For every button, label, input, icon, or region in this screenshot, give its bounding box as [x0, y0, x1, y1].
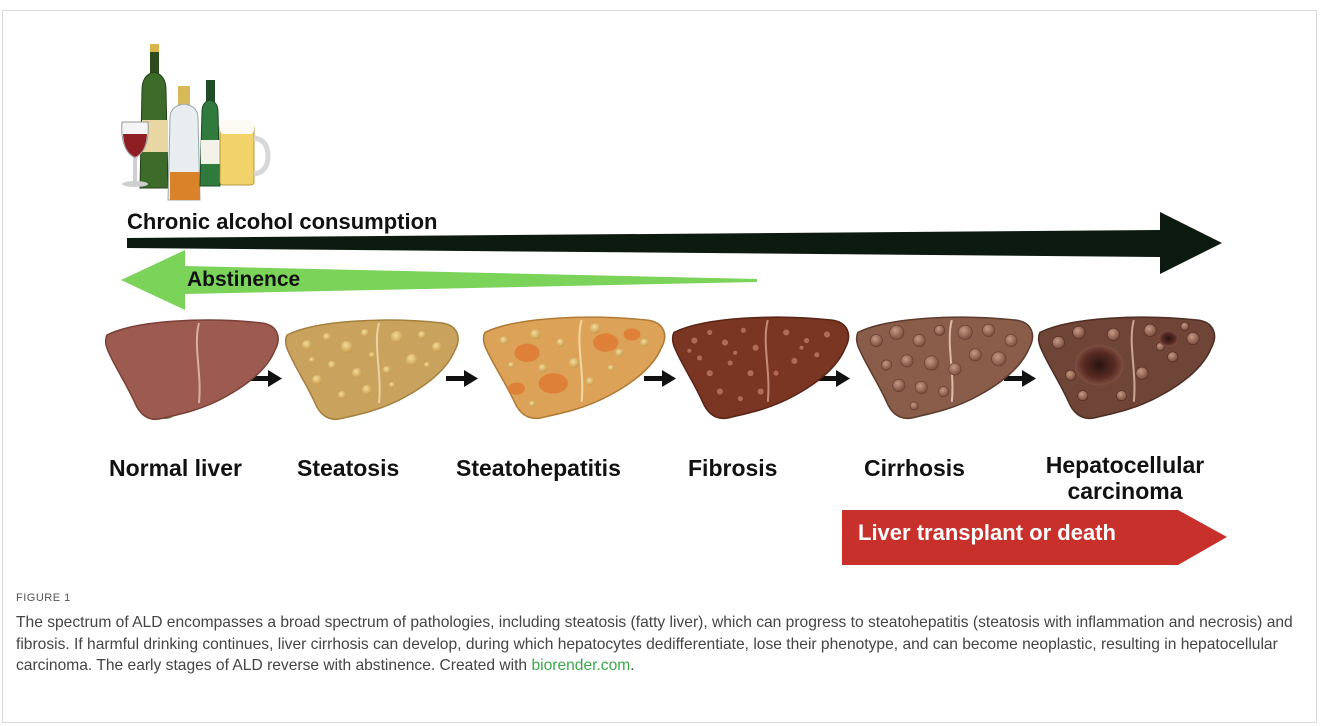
- stage-label-normal-liver: Normal liver: [109, 455, 242, 481]
- fibrosis-liver-icon: [673, 317, 849, 418]
- stage-label-steatohepatitis: Steatohepatitis: [456, 455, 621, 481]
- steatosis-liver-icon: [286, 320, 458, 419]
- caption-tail: .: [630, 657, 634, 674]
- alcohol-bottles-icon: [122, 44, 268, 200]
- stage-label-steatosis: Steatosis: [297, 455, 399, 481]
- stage-label-hcc-line2: carcinoma: [1030, 478, 1220, 504]
- consumption-label: Chronic alcohol consumption: [127, 209, 437, 235]
- outcome-label: Liver transplant or death: [858, 520, 1116, 546]
- cirrhosis-liver-icon: [857, 317, 1033, 418]
- abstinence-label: Abstinence: [187, 268, 300, 292]
- figure-caption: The spectrum of ALD encompasses a broad …: [16, 612, 1306, 677]
- stage-label-cirrhosis: Cirrhosis: [864, 455, 965, 481]
- caption-text: The spectrum of ALD encompasses a broad …: [16, 614, 1293, 674]
- figure-label: FIGURE 1: [16, 592, 71, 604]
- steatohepatitis-liver-icon: [484, 317, 665, 418]
- hcc-liver-icon: [1039, 317, 1215, 418]
- stage-label-hcc-line1: Hepatocellular: [1030, 452, 1220, 478]
- stage-label-hcc: Hepatocellular carcinoma: [1030, 452, 1220, 504]
- normal-liver-icon: [106, 320, 278, 419]
- stage-label-fibrosis: Fibrosis: [688, 455, 777, 481]
- biorender-link[interactable]: biorender.com: [531, 657, 630, 674]
